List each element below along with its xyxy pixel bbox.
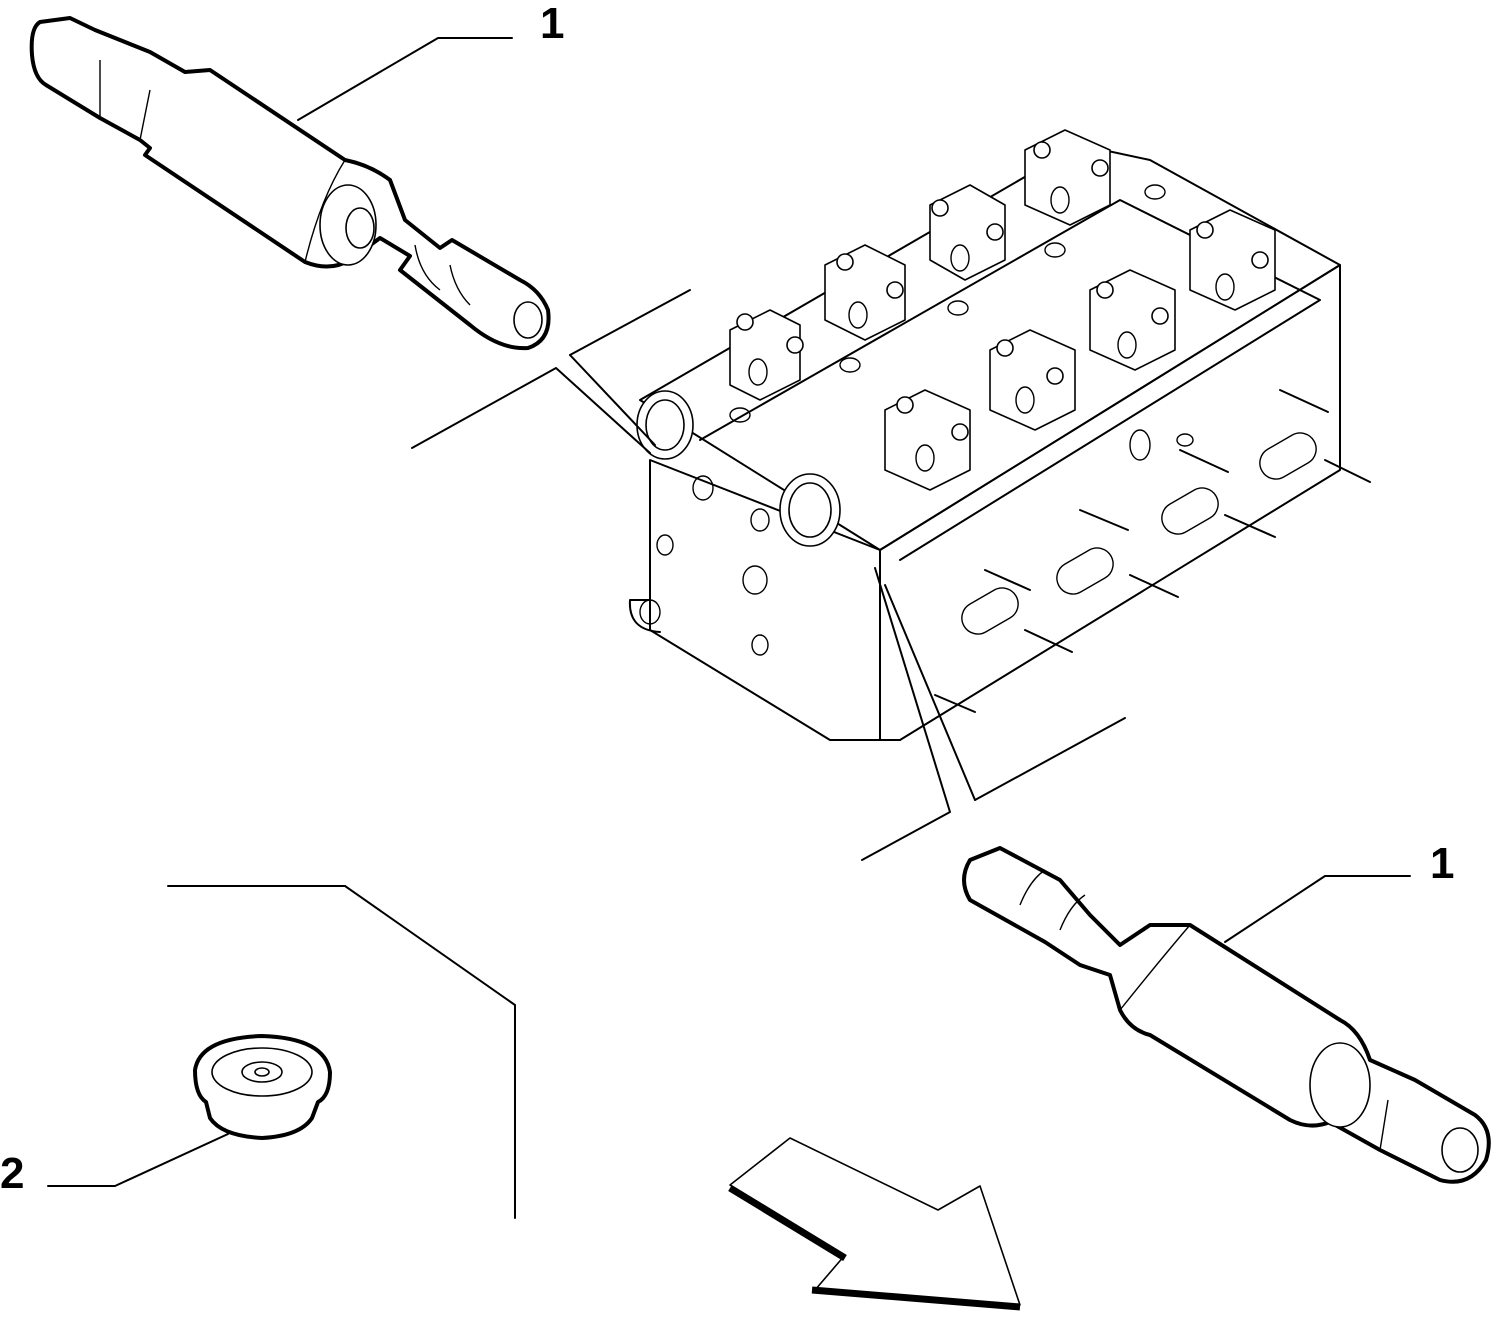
plug-group-bracket	[167, 885, 516, 1219]
plug-drawing	[193, 1034, 332, 1140]
callout-2-leader	[47, 1133, 229, 1187]
callout-number-solenoid-upper: 1	[540, 0, 565, 48]
callout-1-upper-leader	[297, 37, 513, 121]
solenoid-upper-leader-lines	[411, 289, 691, 454]
solenoid-lower-leader-lines	[861, 567, 1126, 861]
cylinder-head-drawing	[628, 129, 1371, 741]
solenoid-valve-lower	[962, 846, 1491, 1184]
callout-number-solenoid-lower: 1	[1430, 839, 1455, 888]
callout-number-plug: 2	[0, 1149, 25, 1198]
direction-arrow	[728, 1137, 1021, 1311]
solenoid-valve-upper	[29, 16, 551, 351]
callout-1-lower-leader	[1224, 875, 1411, 943]
